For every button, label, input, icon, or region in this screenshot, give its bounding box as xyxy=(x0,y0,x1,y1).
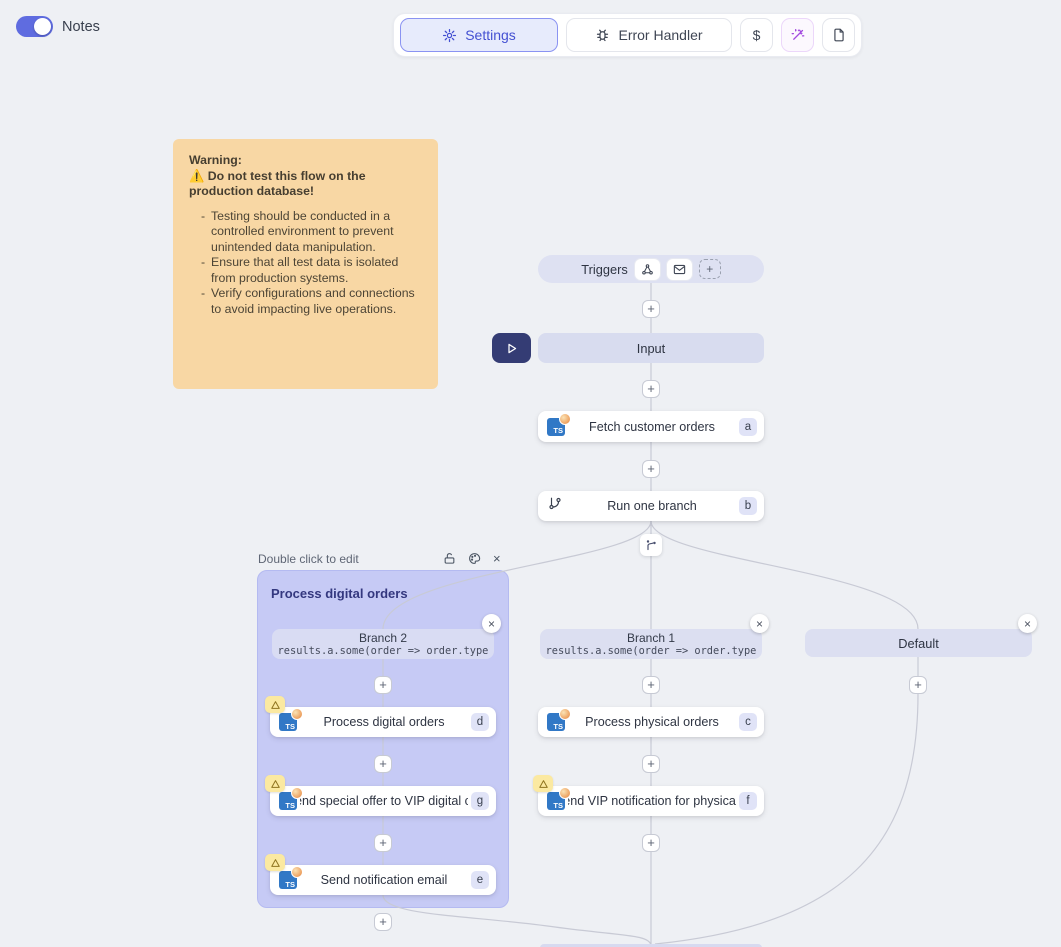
billing-button[interactable]: $ xyxy=(740,18,773,52)
default-branch-pill[interactable]: Default xyxy=(805,629,1032,657)
ai-wand-button[interactable] xyxy=(781,18,814,52)
input-node-label: Input xyxy=(636,340,666,356)
input-node[interactable]: Input xyxy=(538,333,764,363)
settings-button[interactable]: Settings xyxy=(400,18,558,52)
play-icon xyxy=(508,343,517,353)
webhook-trigger-button[interactable] xyxy=(634,258,660,280)
note-bullet: Verify configurations and connections to… xyxy=(201,286,422,317)
note-headline: Do not test this flow on the production … xyxy=(189,168,366,199)
add-node-button[interactable]: + xyxy=(374,913,392,931)
branch-condition-code: results.a.some(order => order.type xyxy=(277,645,489,658)
branch-1-pill[interactable]: Branch 1 results.a.some(order => order.t… xyxy=(540,629,762,659)
typescript-icon: TS xyxy=(547,787,571,810)
remove-default-branch-button[interactable]: × xyxy=(1018,614,1037,633)
magic-wand-icon xyxy=(790,28,805,43)
emoji-badge-icon xyxy=(291,708,303,720)
typescript-icon: TS xyxy=(547,412,571,436)
emoji-badge-icon xyxy=(291,787,303,799)
settings-button-label: Settings xyxy=(465,27,516,43)
error-handler-button[interactable]: Error Handler xyxy=(566,18,732,52)
notes-toggle-label: Notes xyxy=(62,19,100,35)
run-flow-button[interactable] xyxy=(492,333,531,363)
node-id-badge: c xyxy=(739,713,757,731)
emoji-badge-icon xyxy=(559,412,571,425)
warning-emoji-icon: ⚠️ xyxy=(189,168,205,183)
git-branch-icon xyxy=(548,497,562,516)
email-trigger-button[interactable] xyxy=(666,258,692,280)
add-node-button[interactable]: + xyxy=(642,380,660,398)
warning-note[interactable]: Warning: ⚠️ Do not test this flow on the… xyxy=(173,139,438,389)
branch-2-pill[interactable]: Branch 2 results.a.some(order => order.t… xyxy=(272,629,494,659)
group-toolbar: × xyxy=(443,551,501,566)
typescript-icon: TS xyxy=(279,708,303,731)
group-title: Process digital orders xyxy=(271,586,408,601)
node-id-badge: g xyxy=(471,792,489,810)
palette-icon[interactable] xyxy=(468,552,481,565)
add-node-button[interactable]: + xyxy=(909,676,927,694)
typescript-icon: TS xyxy=(547,708,571,731)
add-trigger-button[interactable]: + xyxy=(698,259,721,279)
warning-triangle-badge xyxy=(265,775,285,792)
node-id-badge: b xyxy=(739,497,757,515)
branch-condition-code: results.a.some(order => order.type xyxy=(545,645,757,658)
node-id-badge: d xyxy=(471,713,489,731)
typescript-icon: TS xyxy=(279,787,303,810)
remove-branch-1-button[interactable]: × xyxy=(750,614,769,633)
group-process-digital-orders[interactable] xyxy=(257,570,509,908)
add-node-button[interactable]: + xyxy=(642,300,660,318)
node-id-badge: e xyxy=(471,871,489,889)
add-node-button[interactable]: + xyxy=(642,676,660,694)
node-run-one-branch[interactable]: Run one branch b xyxy=(538,491,764,521)
warning-triangle-badge xyxy=(265,854,285,871)
envelope-icon xyxy=(673,264,685,274)
typescript-icon: TS xyxy=(279,866,303,889)
note-bullet: Testing should be conducted in a control… xyxy=(201,209,422,256)
top-toolbar: Settings Error Handler $ xyxy=(393,13,862,57)
webhook-icon xyxy=(641,263,653,275)
emoji-badge-icon xyxy=(559,787,571,799)
add-node-button[interactable]: + xyxy=(374,834,392,852)
node-send-vip-notification[interactable]: TS Send VIP notification for physical...… xyxy=(538,786,764,816)
group-edit-hint: Double click to edit xyxy=(258,552,359,566)
node-id-badge: a xyxy=(739,417,757,436)
node-fetch-customer-orders[interactable]: TS Fetch customer orders a xyxy=(538,411,764,442)
node-process-digital-orders[interactable]: TS Process digital orders d xyxy=(270,707,496,737)
node-process-physical-orders[interactable]: TS Process physical orders c xyxy=(538,707,764,737)
note-title: Warning: xyxy=(189,153,242,167)
remove-branch-2-button[interactable]: × xyxy=(482,614,501,633)
close-group-icon[interactable]: × xyxy=(493,551,501,566)
warning-triangle-badge xyxy=(533,775,553,792)
emoji-badge-icon xyxy=(291,866,303,878)
notes-toggle[interactable] xyxy=(16,16,53,37)
toggle-knob xyxy=(34,18,51,35)
gear-icon xyxy=(442,28,457,43)
unlock-icon[interactable] xyxy=(443,552,456,565)
add-node-button[interactable]: + xyxy=(642,460,660,478)
dollar-icon: $ xyxy=(752,27,761,43)
error-handler-button-label: Error Handler xyxy=(618,27,703,43)
triggers-bar[interactable]: Triggers + xyxy=(538,255,764,283)
note-bullet: Ensure that all test data is isolated fr… xyxy=(201,255,422,286)
add-node-button[interactable]: + xyxy=(642,834,660,852)
triggers-label: Triggers xyxy=(581,261,628,277)
node-send-special-offer[interactable]: TS Send special offer to VIP digital c..… xyxy=(270,786,496,816)
warning-triangle-badge xyxy=(265,696,285,713)
node-send-notification-email[interactable]: TS Send notification email e xyxy=(270,865,496,895)
add-node-button[interactable]: + xyxy=(374,755,392,773)
document-button[interactable] xyxy=(822,18,855,52)
branch-split-icon xyxy=(640,534,662,556)
add-node-button[interactable]: + xyxy=(374,676,392,694)
bug-icon xyxy=(595,28,610,43)
add-node-button[interactable]: + xyxy=(642,755,660,773)
file-icon xyxy=(832,28,846,42)
emoji-badge-icon xyxy=(559,708,571,720)
note-bullet-list: Testing should be conducted in a control… xyxy=(189,209,422,318)
node-id-badge: f xyxy=(739,792,757,810)
